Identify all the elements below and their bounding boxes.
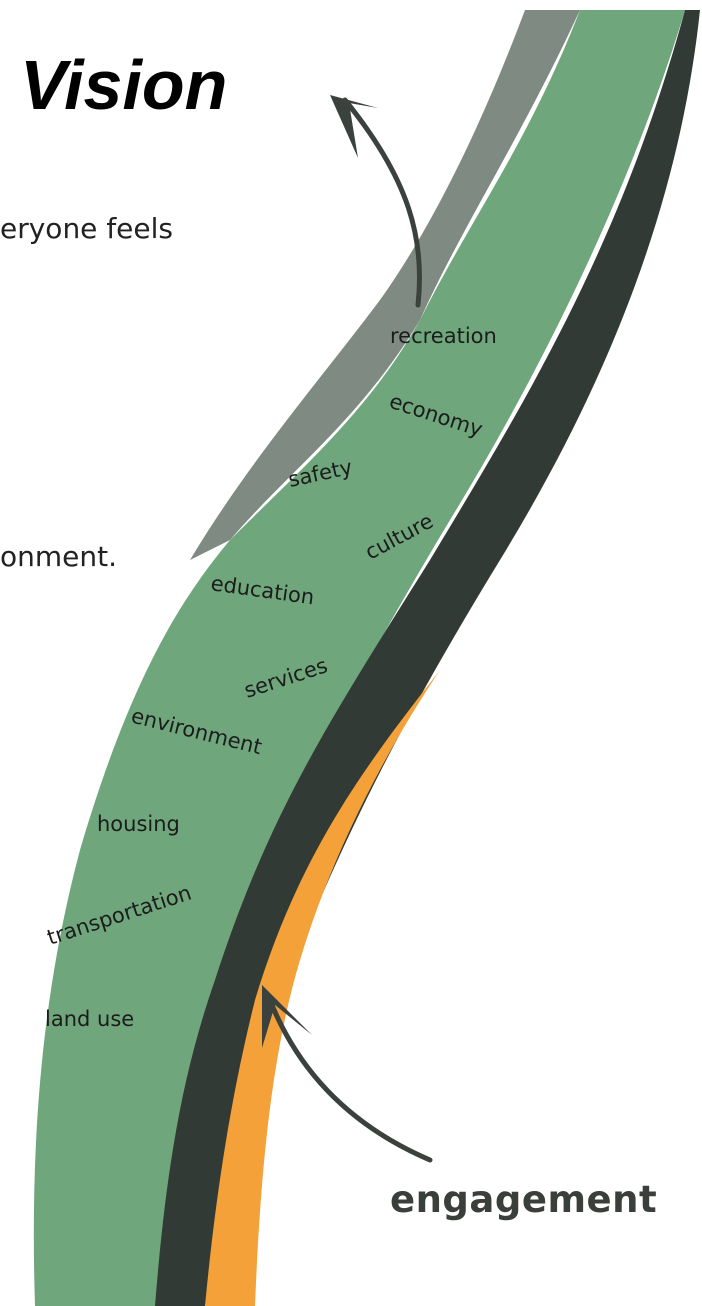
engagement-arrow-head — [262, 985, 312, 1048]
orange-band — [205, 670, 440, 1306]
topic-land-use: land use — [45, 1007, 134, 1031]
green-band — [33, 10, 686, 1306]
vision-arrow — [342, 97, 423, 308]
gray-band — [190, 10, 580, 560]
topic-recreation: recreation — [390, 324, 497, 348]
body-text-fragment-1: eryone feels — [0, 212, 173, 245]
engagement-label: engagement — [390, 1178, 658, 1221]
body-text-fragment-2: onment. — [0, 540, 118, 573]
vision-title: Vision — [20, 46, 228, 124]
topic-housing: housing — [97, 812, 180, 836]
engagement-arrow — [265, 992, 433, 1163]
vision-arrow-head — [330, 95, 378, 158]
dark-band — [155, 10, 700, 1306]
